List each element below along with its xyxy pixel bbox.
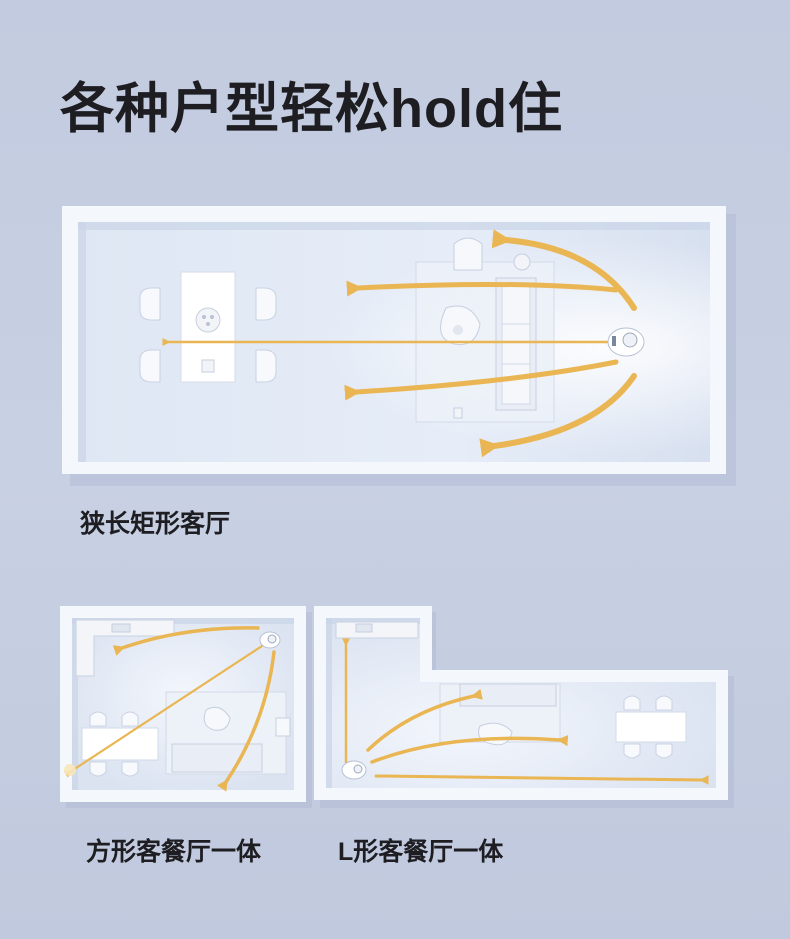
floor-plan-l-shaped-combined <box>314 606 734 808</box>
dining-chairs <box>139 287 277 383</box>
airflow-arrow-icon <box>63 626 276 792</box>
armchair <box>453 237 483 271</box>
page-title: 各种户型轻松hold住 <box>60 79 563 139</box>
dining-table <box>180 271 236 383</box>
sofa <box>495 277 537 411</box>
robot-vacuum-icon <box>607 327 645 357</box>
floor-plan-long-living-room <box>62 206 736 486</box>
room-caption-l-shaped: L形客餐厅一体 <box>338 838 504 866</box>
robot-vacuum-icon <box>259 631 281 649</box>
airflow-arrow-icon <box>162 229 637 458</box>
airflow-arrow-icon <box>341 638 709 785</box>
room-caption-long: 狭长矩形客厅 <box>80 510 231 538</box>
robot-vacuum-icon <box>341 760 367 780</box>
floor-plan-square-combined <box>60 606 312 808</box>
room-caption-square: 方形客餐厅一体 <box>86 838 262 866</box>
